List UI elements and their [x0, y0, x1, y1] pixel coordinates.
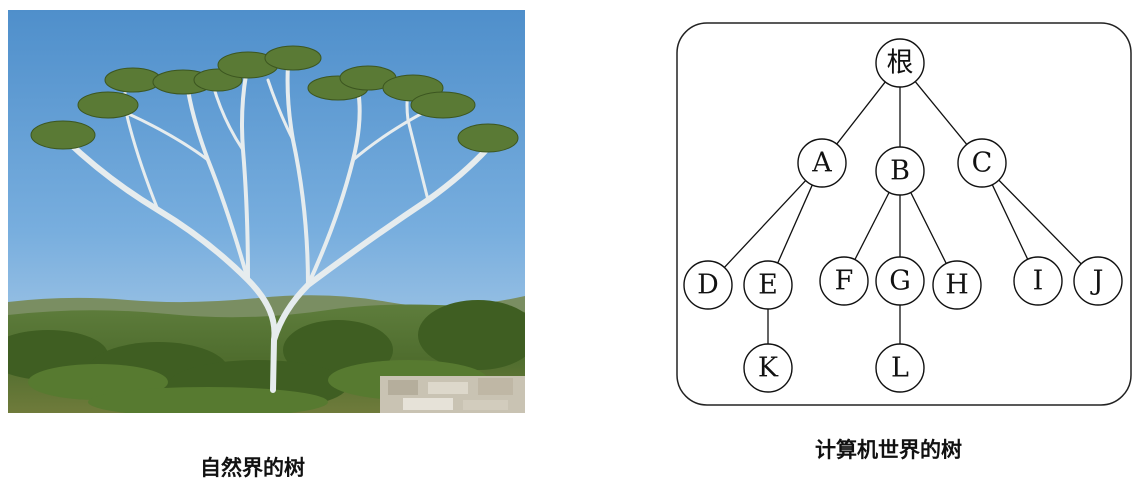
tree-node-circle	[1073, 256, 1123, 306]
tree-node-E: E	[743, 260, 793, 310]
tree-node-label: 根	[887, 48, 914, 79]
tree-node-label: L	[891, 353, 909, 384]
tree-node-L: L	[875, 343, 925, 393]
tree-node-J: J	[1073, 256, 1123, 306]
tree-node-label: H	[945, 270, 969, 301]
tree-edge-C-I	[991, 184, 1029, 260]
tree-node-circle	[875, 343, 925, 393]
tree-node-C: C	[957, 138, 1007, 188]
tree-node-G: G	[875, 256, 925, 306]
tree-node-F: F	[819, 256, 869, 306]
tree-node-label: B	[890, 156, 910, 187]
tree-node-label: E	[758, 270, 778, 301]
tree-edge-B-F	[854, 192, 890, 260]
tree-node-label: G	[889, 266, 911, 297]
tree-edge-root-C	[914, 81, 968, 145]
tree-node-circle	[875, 38, 925, 88]
tree-node-circle	[875, 256, 925, 306]
tree-node-circle	[743, 343, 793, 393]
tree-node-B: B	[875, 146, 925, 196]
tree-node-I: I	[1013, 256, 1063, 306]
tree-edges	[723, 81, 1082, 344]
tree-node-circle	[932, 260, 982, 310]
tree-photo	[8, 10, 525, 413]
tree-node-circle	[1013, 256, 1063, 306]
tree-diagram: 根 A B C D E F G H I J K L	[676, 22, 1132, 406]
tree-nodes: 根 A B C D E F G H I J K L	[683, 38, 1123, 393]
tree-node-circle	[743, 260, 793, 310]
tree-edge-C-J	[998, 179, 1082, 265]
tree-node-circle	[797, 138, 847, 188]
tree-node-circle	[957, 138, 1007, 188]
tree-node-D: D	[683, 260, 733, 310]
caption-nature-tree: 自然界的树	[200, 456, 305, 480]
diagram-frame	[676, 22, 1132, 406]
tree-node-circle	[819, 256, 869, 306]
tree-node-label: C	[972, 148, 993, 179]
tree-node-circle	[875, 146, 925, 196]
tree-node-label: D	[697, 270, 719, 301]
tree-edge-A-E	[777, 184, 813, 264]
tree-node-label: A	[811, 148, 832, 179]
tree-node-circle	[683, 260, 733, 310]
tree-node-K: K	[743, 343, 793, 393]
tree-node-label: J	[1090, 266, 1104, 297]
tree-node-root: 根	[875, 38, 925, 88]
tree-node-A: A	[797, 138, 847, 188]
tree-edge-B-H	[910, 192, 947, 264]
tree-node-label: K	[758, 353, 779, 384]
caption-computer-tree: 计算机世界的树	[815, 438, 962, 462]
tree-edge-root-A	[836, 81, 886, 145]
tree-node-H: H	[932, 260, 982, 310]
tree-node-label: I	[1033, 266, 1044, 297]
tree-node-label: F	[835, 266, 854, 297]
tree-edge-A-D	[723, 180, 807, 268]
